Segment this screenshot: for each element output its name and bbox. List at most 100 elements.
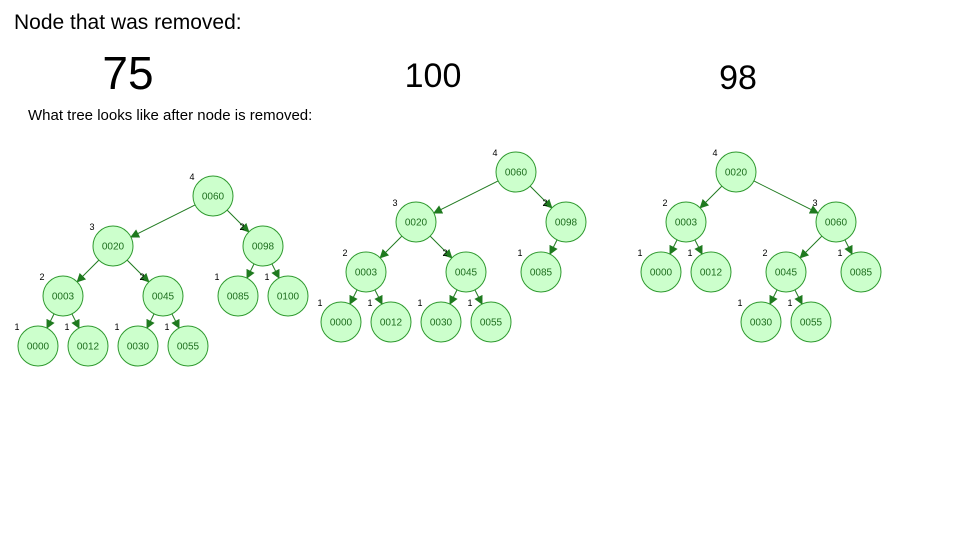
node-height-label: 3 bbox=[812, 198, 817, 208]
edge-0020-to-0045 bbox=[126, 259, 150, 283]
node-height-label: 1 bbox=[367, 298, 372, 308]
node-label: 0060 bbox=[202, 192, 225, 203]
node-label: 0085 bbox=[530, 268, 553, 279]
node-circle bbox=[790, 301, 832, 343]
edge-0060-to-0045 bbox=[799, 235, 823, 259]
node-circle bbox=[117, 325, 159, 367]
node-circle bbox=[67, 325, 109, 367]
removed-value-1: 75 bbox=[102, 47, 154, 99]
node-label: 0012 bbox=[380, 318, 403, 329]
node-label: 0020 bbox=[725, 168, 748, 179]
node-height-label: 2 bbox=[342, 248, 347, 258]
edge-0098-to-0085 bbox=[246, 263, 255, 279]
node-circle bbox=[840, 251, 882, 293]
node-circle bbox=[217, 275, 259, 317]
node-circle bbox=[370, 301, 412, 343]
node-circle bbox=[267, 275, 309, 317]
node-circle bbox=[92, 225, 134, 267]
node-height-label: 1 bbox=[317, 298, 322, 308]
node-label: 0085 bbox=[850, 268, 873, 279]
edge-0060-to-0085 bbox=[844, 239, 853, 255]
tree-node: 0030 1 bbox=[114, 322, 159, 367]
edge-0045-to-0030 bbox=[146, 313, 155, 329]
node-circle bbox=[420, 301, 462, 343]
edge-0045-to-0055 bbox=[794, 289, 803, 305]
edge-0045-to-0030 bbox=[769, 289, 778, 305]
node-height-label: 1 bbox=[264, 272, 269, 282]
tree-node: 0060 4 bbox=[492, 148, 537, 193]
tree-node: 0020 3 bbox=[89, 222, 134, 267]
node-label: 0020 bbox=[102, 242, 125, 253]
edge-0003-to-0012 bbox=[694, 239, 703, 255]
node-height-label: 4 bbox=[712, 148, 717, 158]
tree-node: 0060 3 bbox=[812, 198, 857, 243]
edge-0003-to-0000 bbox=[669, 239, 678, 255]
tree-node: 0012 1 bbox=[367, 298, 412, 343]
edge-0060-to-0098 bbox=[529, 185, 553, 209]
node-circle bbox=[765, 251, 807, 293]
edge-0045-to-0055 bbox=[171, 313, 180, 329]
node-label: 0003 bbox=[675, 218, 698, 229]
tree-edges bbox=[46, 204, 280, 329]
node-height-label: 1 bbox=[64, 322, 69, 332]
node-height-label: 2 bbox=[139, 272, 144, 282]
tree-node: 0020 3 bbox=[392, 198, 437, 243]
node-circle bbox=[395, 201, 437, 243]
tree-node: 0000 1 bbox=[317, 298, 362, 343]
node-height-label: 1 bbox=[214, 272, 219, 282]
node-label: 0085 bbox=[227, 292, 250, 303]
node-label: 0030 bbox=[127, 342, 150, 353]
edge-0003-to-0000 bbox=[349, 289, 358, 305]
node-label: 0030 bbox=[750, 318, 773, 329]
node-height-label: 4 bbox=[189, 172, 194, 182]
tree-nodes: 0060400203009820003200452008510000100121… bbox=[317, 148, 587, 343]
tree-edges bbox=[349, 180, 558, 305]
node-height-label: 1 bbox=[637, 248, 642, 258]
tree-node: 0012 1 bbox=[687, 248, 732, 293]
node-label: 0045 bbox=[775, 268, 798, 279]
page-heading: Node that was removed: bbox=[14, 11, 242, 34]
edge-0020-to-0003 bbox=[699, 185, 723, 209]
node-height-label: 4 bbox=[492, 148, 497, 158]
node-label: 0060 bbox=[505, 168, 528, 179]
node-circle bbox=[470, 301, 512, 343]
edge-0060-to-0098 bbox=[226, 209, 250, 233]
edge-0003-to-0012 bbox=[374, 289, 383, 305]
tree-node: 0085 1 bbox=[214, 272, 259, 317]
removed-value-3: 98 bbox=[719, 59, 757, 97]
node-circle bbox=[815, 201, 857, 243]
tree-node: 0020 4 bbox=[712, 148, 757, 193]
node-label: 0012 bbox=[700, 268, 723, 279]
node-height-label: 2 bbox=[542, 198, 547, 208]
node-label: 0020 bbox=[405, 218, 428, 229]
node-height-label: 3 bbox=[89, 222, 94, 232]
node-circle bbox=[640, 251, 682, 293]
node-height-label: 2 bbox=[662, 198, 667, 208]
node-label: 0100 bbox=[277, 292, 300, 303]
node-circle bbox=[545, 201, 587, 243]
edge-0003-to-0012 bbox=[71, 313, 80, 329]
node-height-label: 1 bbox=[737, 298, 742, 308]
node-circle bbox=[690, 251, 732, 293]
edge-0060-to-0020 bbox=[433, 180, 499, 214]
node-height-label: 1 bbox=[114, 322, 119, 332]
node-label: 0000 bbox=[330, 318, 353, 329]
node-label: 0012 bbox=[77, 342, 100, 353]
node-label: 0045 bbox=[152, 292, 175, 303]
node-circle bbox=[242, 225, 284, 267]
node-label: 0060 bbox=[825, 218, 848, 229]
node-height-label: 1 bbox=[687, 248, 692, 258]
node-height-label: 3 bbox=[392, 198, 397, 208]
